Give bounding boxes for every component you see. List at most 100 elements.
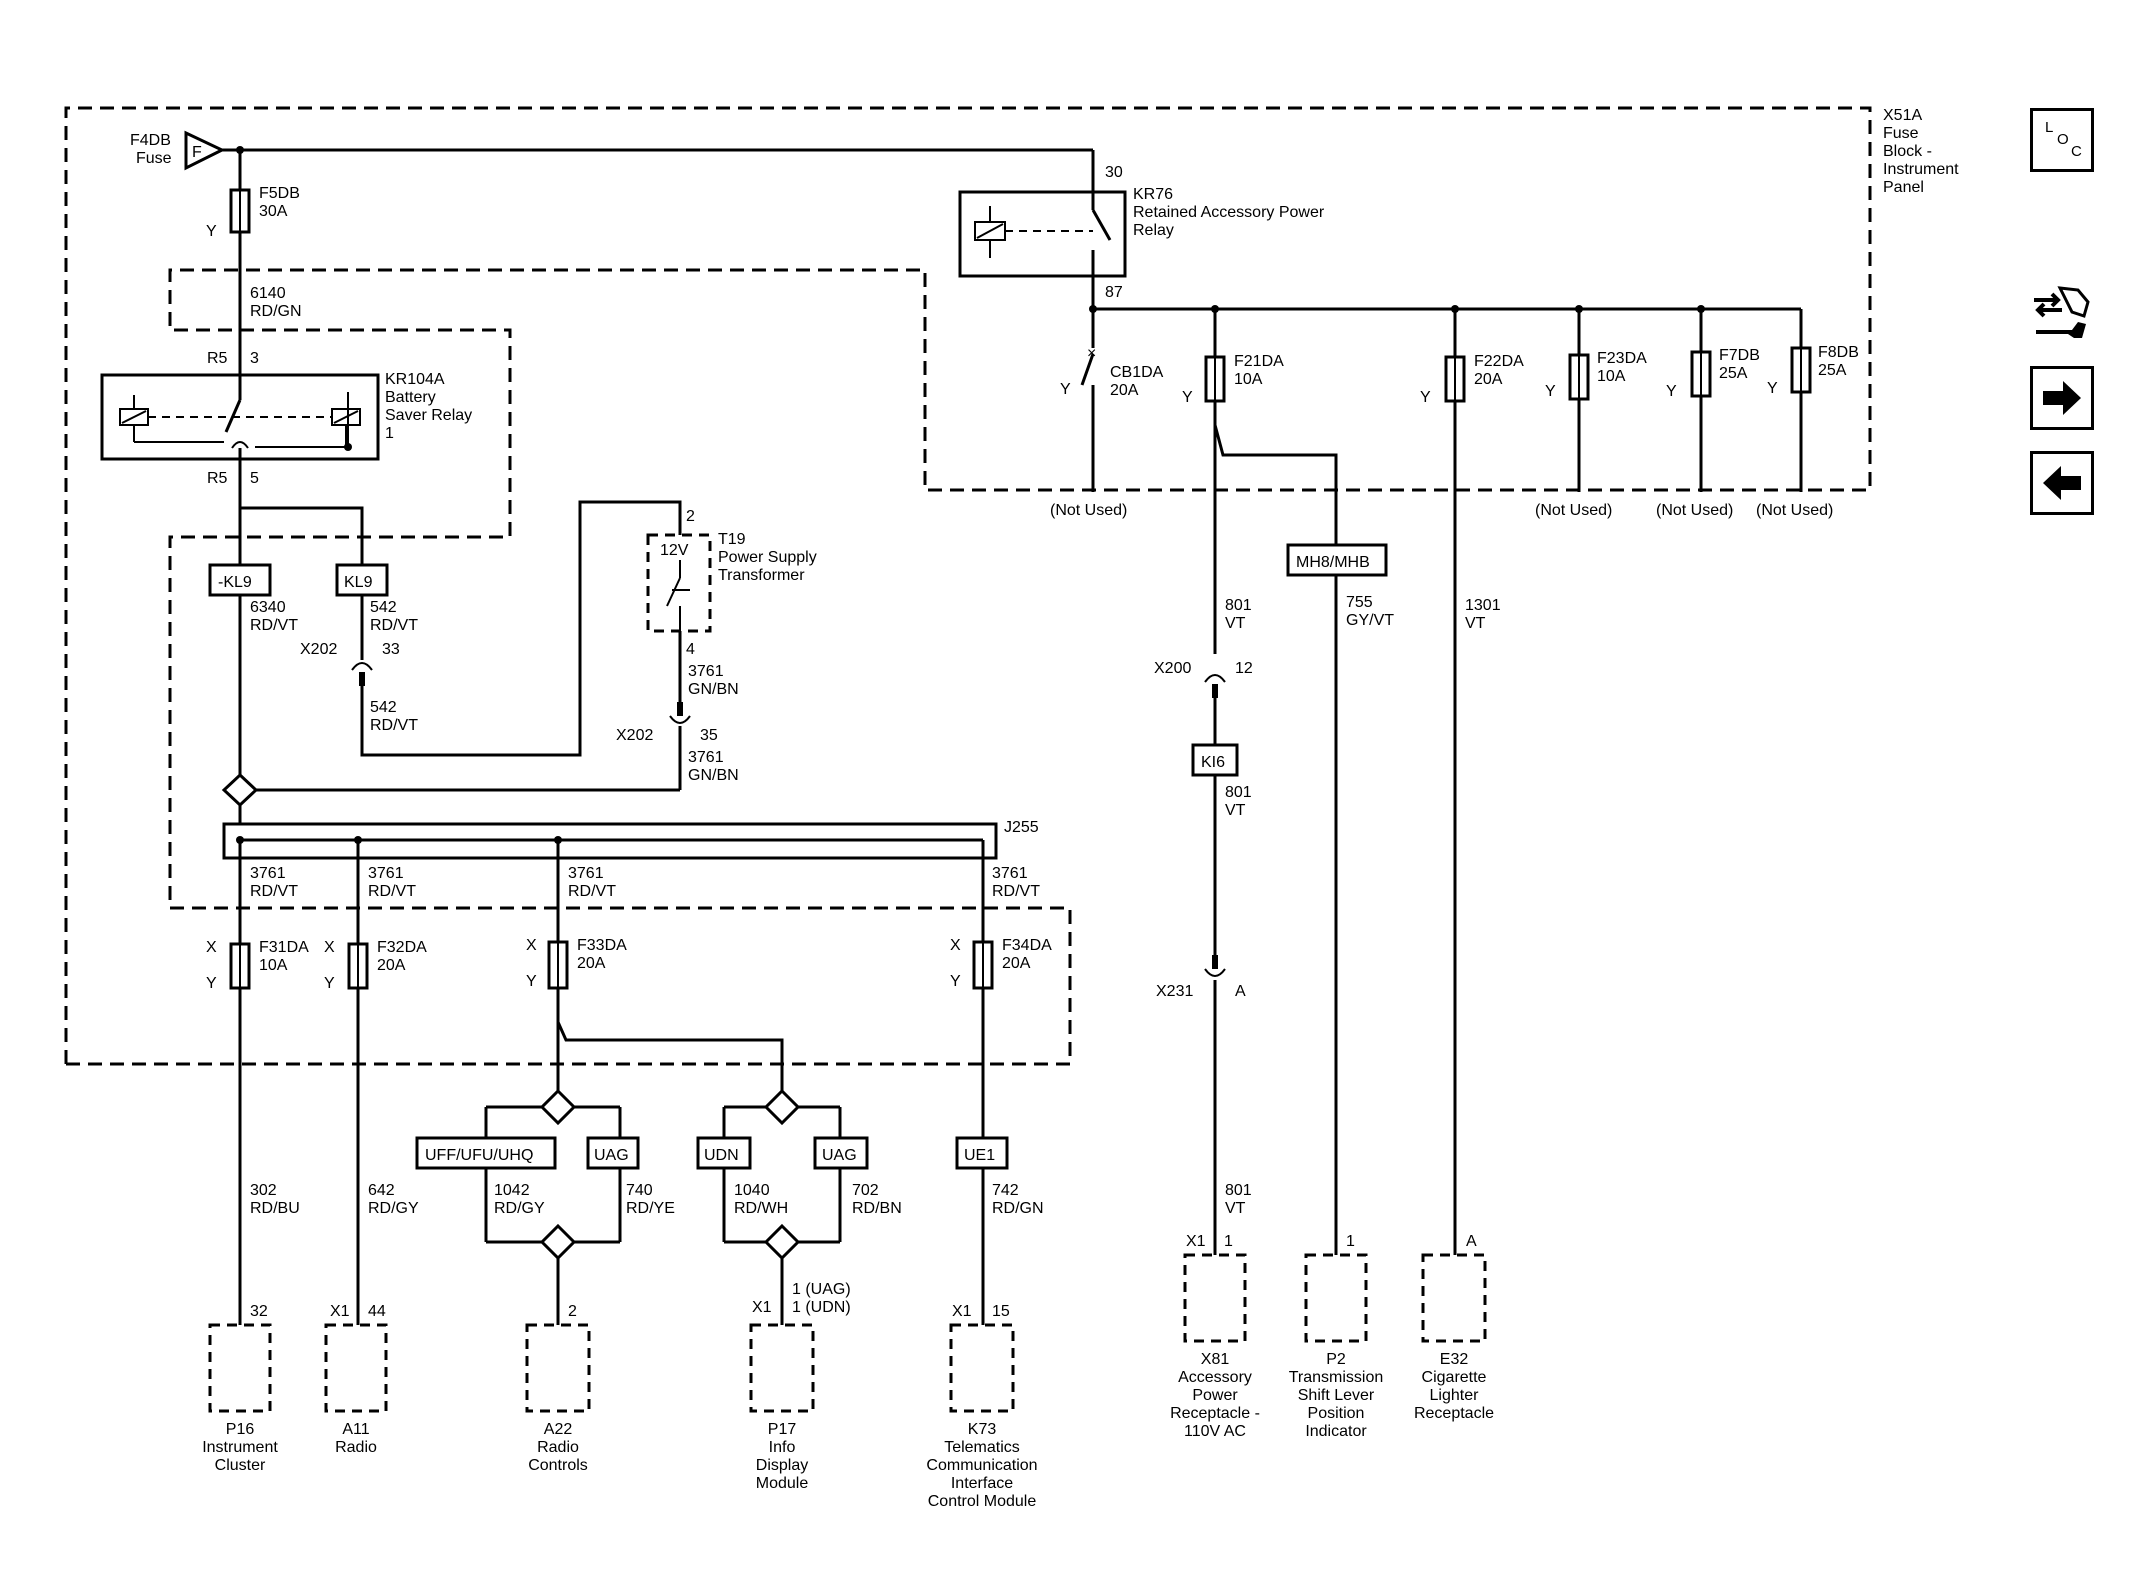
next-button[interactable]	[2030, 366, 2094, 430]
svg-text:Y: Y	[1666, 383, 1677, 400]
svg-text:RD/GN: RD/GN	[250, 303, 302, 320]
svg-text:Transformer: Transformer	[718, 567, 805, 584]
svg-text:10A: 10A	[1597, 368, 1626, 385]
component-p16: P16 Instrument Cluster	[202, 1323, 278, 1474]
svg-text:X202: X202	[300, 641, 337, 658]
svg-text:RD/VT: RD/VT	[250, 883, 298, 900]
svg-text:6340: 6340	[250, 599, 286, 616]
svg-text:(Not Used): (Not Used)	[1050, 502, 1127, 519]
svg-text:Y: Y	[1545, 383, 1556, 400]
t19-power-supply-transformer: 2 12V T19 Power Supply Transformer 4	[646, 508, 817, 658]
connector-x200	[1204, 674, 1226, 683]
svg-text:3761: 3761	[568, 865, 604, 882]
svg-text:32: 32	[250, 1303, 268, 1320]
svg-text:P17: P17	[768, 1421, 797, 1438]
svg-text:UE1: UE1	[964, 1147, 995, 1164]
svg-text:UFF/UFU/UHQ: UFF/UFU/UHQ	[425, 1147, 533, 1164]
svg-text:Cluster: Cluster	[215, 1457, 266, 1474]
svg-text:3761: 3761	[688, 663, 724, 680]
svg-text:Fuse: Fuse	[136, 150, 172, 167]
svg-text:F7DB: F7DB	[1719, 347, 1760, 364]
kr76-pin-87: 87	[1105, 284, 1123, 301]
splice-diamond	[221, 772, 259, 808]
svg-text:1 (UAG): 1 (UAG)	[792, 1281, 851, 1298]
svg-text:Panel: Panel	[1883, 179, 1924, 196]
svg-text:3761: 3761	[368, 865, 404, 882]
svg-text:1042: 1042	[494, 1182, 530, 1199]
svg-text:Power: Power	[1192, 1387, 1238, 1404]
svg-text:1 (UDN): 1 (UDN)	[792, 1299, 851, 1316]
svg-text:Module: Module	[756, 1475, 809, 1492]
svg-text:RD/YE: RD/YE	[626, 1200, 675, 1217]
route-tool-icon	[2034, 286, 2090, 338]
svg-text:Telematics: Telematics	[944, 1439, 1020, 1456]
svg-text:Controls: Controls	[528, 1457, 588, 1474]
svg-text:542: 542	[370, 699, 397, 716]
component-p17: P17 Info Display Module	[749, 1323, 815, 1492]
svg-text:(Not Used): (Not Used)	[1535, 502, 1612, 519]
svg-text:3761: 3761	[688, 749, 724, 766]
svg-text:RD/VT: RD/VT	[368, 883, 416, 900]
svg-text:RD/GN: RD/GN	[992, 1200, 1044, 1217]
svg-text:VT: VT	[1465, 615, 1486, 632]
svg-text:2: 2	[686, 508, 695, 525]
svg-text:X: X	[526, 937, 537, 954]
svg-text:755: 755	[1346, 594, 1373, 611]
svg-text:20A: 20A	[577, 955, 606, 972]
svg-text:VT: VT	[1225, 615, 1246, 632]
svg-text:F21DA: F21DA	[1234, 353, 1284, 370]
option-uag-display: UAG	[813, 1136, 869, 1170]
component-a22: A22 Radio Controls	[525, 1323, 591, 1474]
svg-text:RD/VT: RD/VT	[568, 883, 616, 900]
svg-text:R5: R5	[207, 350, 228, 367]
option-kl9: KL9	[335, 563, 389, 597]
svg-text:GY/VT: GY/VT	[1346, 612, 1394, 629]
svg-text:1: 1	[1224, 1233, 1233, 1250]
svg-text:Y: Y	[324, 975, 335, 992]
svg-text:F34DA: F34DA	[1002, 937, 1052, 954]
svg-text:KL9: KL9	[344, 574, 373, 591]
svg-text:Info: Info	[769, 1439, 796, 1456]
svg-text:12V: 12V	[660, 542, 689, 559]
svg-text:A22: A22	[544, 1421, 573, 1438]
svg-text:2: 2	[568, 1303, 577, 1320]
svg-text:GN/BN: GN/BN	[688, 767, 739, 784]
svg-text:1: 1	[1346, 1233, 1355, 1250]
kr76-pin-30: 30	[1105, 164, 1123, 181]
svg-text:X231: X231	[1156, 983, 1193, 1000]
svg-text:F31DA: F31DA	[259, 939, 309, 956]
fuse-block-label: X51A Fuse Block - Instrument Panel	[1883, 107, 1959, 196]
component-a11: A11 Radio	[324, 1323, 388, 1456]
location-button[interactable]: L O C	[2030, 108, 2094, 172]
svg-text:Y: Y	[206, 975, 217, 992]
svg-text:(Not Used): (Not Used)	[1656, 502, 1733, 519]
svg-text:Y: Y	[1420, 389, 1431, 406]
svg-text:KR76: KR76	[1133, 186, 1173, 203]
svg-text:X: X	[206, 939, 217, 956]
svg-text:Display: Display	[756, 1457, 808, 1474]
svg-text:(Not Used): (Not Used)	[1756, 502, 1833, 519]
option-uff-ufu-uhq: UFF/UFU/UHQ	[415, 1136, 557, 1170]
svg-text:Communication: Communication	[926, 1457, 1037, 1474]
kr104a-battery-saver-relay: KR104A Battery Saver Relay 1	[100, 371, 472, 461]
svg-text:Accessory: Accessory	[1178, 1369, 1252, 1386]
svg-text:4: 4	[686, 641, 695, 658]
option-ue1: UE1	[955, 1136, 1009, 1170]
svg-text:K73: K73	[968, 1421, 997, 1438]
svg-text:RD/GY: RD/GY	[494, 1200, 545, 1217]
svg-text:GN/BN: GN/BN	[688, 681, 739, 698]
connector-route-icon[interactable]	[2028, 282, 2098, 344]
svg-text:Battery: Battery	[385, 389, 436, 406]
svg-text:RD/VT: RD/VT	[250, 617, 298, 634]
svg-text:P16: P16	[226, 1421, 255, 1438]
fuse-block-outline	[64, 106, 1872, 1066]
svg-text:Radio: Radio	[537, 1439, 579, 1456]
svg-text:CB1DA: CB1DA	[1110, 364, 1164, 381]
svg-text:1: 1	[385, 425, 394, 442]
connector-x231	[1204, 968, 1226, 977]
svg-text:10A: 10A	[1234, 371, 1263, 388]
svg-text:740: 740	[626, 1182, 653, 1199]
svg-text:VT: VT	[1225, 1200, 1246, 1217]
previous-button[interactable]	[2030, 451, 2094, 515]
svg-text:A: A	[1466, 1233, 1477, 1250]
